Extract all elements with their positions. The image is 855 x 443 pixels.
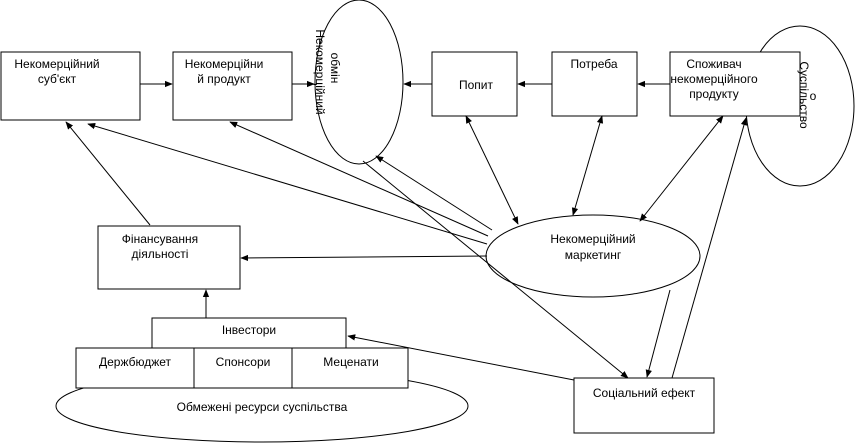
nonprofit-marketing-label-2: маркетинг xyxy=(565,248,622,262)
nonprofit-product-box xyxy=(172,51,293,121)
nonprofit-subject-label-1: Некомерційний xyxy=(14,57,99,71)
state-budget-box xyxy=(75,347,195,389)
society-label: Суспільство xyxy=(797,61,811,129)
edge-marketing-to-financing xyxy=(240,254,488,262)
edge-marketing-consumer xyxy=(639,115,724,222)
state-budget-label: Держбюджет xyxy=(99,355,172,369)
social-effect-label: Соціальний ефект xyxy=(593,386,696,400)
investors-label: Інвестори xyxy=(222,323,276,337)
limited-resources-label: Обмежені ресурси суспільства xyxy=(177,400,348,414)
patrons-box xyxy=(291,347,409,389)
edge-marketing-to-exchange xyxy=(375,155,493,231)
nonprofit-exchange-ellipse xyxy=(314,0,404,165)
nonprofit-exchange-label-1: Некомерційний xyxy=(313,29,327,114)
financing-label-1: Фінансування xyxy=(122,232,198,246)
demand-box xyxy=(431,51,518,117)
nonprofit-marketing-label-1: Некомерційний xyxy=(550,232,635,246)
edge-social-effect-to-investors xyxy=(347,334,575,381)
need-label: Потреба xyxy=(570,57,617,71)
social-effect-box xyxy=(573,377,715,434)
edge-marketing-to-product xyxy=(229,121,489,237)
edge-marketing-to-social-effect xyxy=(645,289,671,378)
sponsors-label: Спонсори xyxy=(216,355,271,369)
nonprofit-subject-label-2: суб'єкт xyxy=(38,72,77,86)
nonprofit-product-label-1: Некомерційни xyxy=(185,57,264,71)
society-label-tail: о xyxy=(810,89,817,103)
edge-marketing-need xyxy=(571,115,604,216)
consumer-label-1: Споживач xyxy=(686,57,741,71)
patrons-label: Меценати xyxy=(323,355,378,369)
edge-social-effect-to-consumer xyxy=(671,117,748,379)
financing-label-2: діяльності xyxy=(132,247,189,261)
edge-financing-to-subject xyxy=(65,121,151,226)
edge-marketing-demand xyxy=(465,115,519,225)
consumer-box xyxy=(669,51,801,117)
edge-marketing-to-subject xyxy=(87,123,488,245)
nonprofit-exchange-label-2: обмін xyxy=(328,53,342,84)
financing-box xyxy=(97,225,241,290)
consumer-label-3: продукту xyxy=(689,87,739,101)
demand-label: Попит xyxy=(459,78,494,92)
consumer-label-2: некомерційного xyxy=(670,72,758,86)
nonprofit-product-label-2: й продукт xyxy=(197,72,251,86)
nonprofit-subject-box xyxy=(0,51,141,121)
edge-exchange-to-social-effect xyxy=(362,160,629,379)
